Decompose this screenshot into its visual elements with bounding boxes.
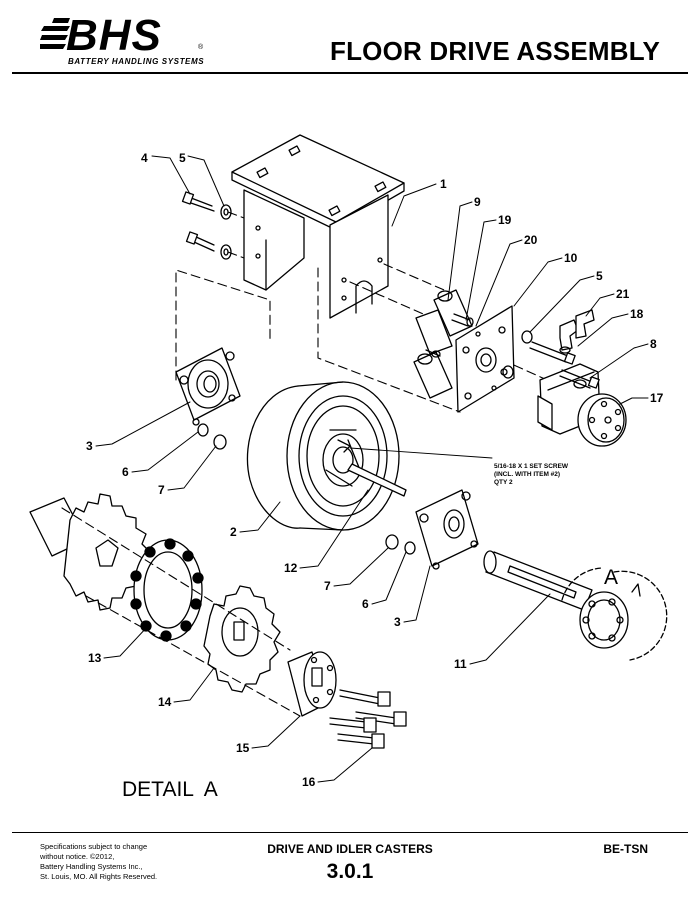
detail-marker-a: A xyxy=(604,566,618,589)
spec-line: Specifications subject to change xyxy=(40,842,148,851)
callout-8: 8 xyxy=(650,337,657,351)
callout-5-right: 5 xyxy=(596,269,603,283)
callout-12: 12 xyxy=(284,561,298,575)
callout-6-left: 6 xyxy=(122,465,129,479)
cap-screws-16 xyxy=(329,689,407,749)
callout-9: 9 xyxy=(474,195,481,209)
hex-nut-7-lower xyxy=(385,534,399,550)
drive-shaft-11 xyxy=(483,550,593,611)
flat-washer-5-right xyxy=(521,330,533,344)
mounting-bracket xyxy=(231,134,405,319)
standoff-posts xyxy=(413,289,514,399)
callout-7-left: 7 xyxy=(158,483,165,497)
page-title: FLOOR DRIVE ASSEMBLY xyxy=(329,36,660,66)
bracket-bolts xyxy=(181,191,232,260)
logo-wordmark: BHS xyxy=(66,11,162,60)
callout-1: 1 xyxy=(440,177,447,191)
drive-wheel xyxy=(246,381,400,531)
sprocket-14 xyxy=(203,585,281,693)
hex-nut-7-upper xyxy=(213,434,227,450)
lock-washer-6-lower xyxy=(404,541,416,555)
callout-10: 10 xyxy=(564,251,578,265)
callout-5-left: 5 xyxy=(179,151,186,165)
callout-19: 19 xyxy=(498,213,512,227)
callout-13: 13 xyxy=(88,651,102,665)
callout-3-right: 3 xyxy=(394,615,401,629)
section-number: 3.0.1 xyxy=(326,860,374,883)
detail-a-label: DETAIL A xyxy=(122,778,218,801)
flange-bearing-left xyxy=(175,347,241,426)
spec-line: Battery Handling Systems Inc., xyxy=(40,862,143,871)
callout-3-left: 3 xyxy=(86,439,93,453)
hydraulic-motor xyxy=(537,363,627,447)
motor-bolts xyxy=(529,341,600,389)
flange-bearing-right xyxy=(415,489,479,570)
logo-subtitle: BATTERY HANDLING SYSTEMS xyxy=(68,57,205,66)
callout-11: 11 xyxy=(454,657,467,671)
footer-divider xyxy=(12,832,688,833)
set-screw-note-line-1: 5/16-18 X 1 SET SCREW xyxy=(494,463,569,470)
specifications-notice: Specifications subject to change without… xyxy=(40,842,170,882)
callout-18: 18 xyxy=(630,307,644,321)
callout-14: 14 xyxy=(158,695,172,709)
callout-21: 21 xyxy=(616,287,630,301)
section-title: DRIVE AND IDLER CASTERS xyxy=(267,842,433,856)
model-code: BE-TSN xyxy=(603,842,648,856)
set-screw-note-line-3: QTY 2 xyxy=(494,479,513,486)
detail-a-marker xyxy=(561,567,668,661)
set-screw-note-line-2: (INCL. WITH ITEM #2) xyxy=(494,471,560,478)
callout-15: 15 xyxy=(236,741,250,755)
callout-4: 4 xyxy=(141,151,148,165)
callout-2: 2 xyxy=(230,525,237,539)
axle-key-12 xyxy=(347,463,407,497)
roller-chain-13 xyxy=(130,538,204,642)
registered-mark: ® xyxy=(198,44,204,51)
motor-mount-plate xyxy=(455,305,515,413)
spec-line: St. Louis, MO. All Rights Reserved. xyxy=(40,872,158,881)
taper-bushing-15 xyxy=(287,651,337,717)
spec-line: without notice. ©2012, xyxy=(40,852,115,861)
logo-speed-lines-icon xyxy=(40,18,70,49)
elbow-fittings xyxy=(559,309,595,354)
callout-7-right: 7 xyxy=(324,579,331,593)
company-logo: BHS ® BATTERY HANDLING SYSTEMS xyxy=(40,14,230,66)
callout-17: 17 xyxy=(650,391,664,405)
callout-16: 16 xyxy=(302,775,316,789)
callout-20: 20 xyxy=(524,233,538,247)
header-divider xyxy=(12,72,688,74)
callout-6-right: 6 xyxy=(362,597,369,611)
lock-washer-6-upper xyxy=(197,423,209,437)
